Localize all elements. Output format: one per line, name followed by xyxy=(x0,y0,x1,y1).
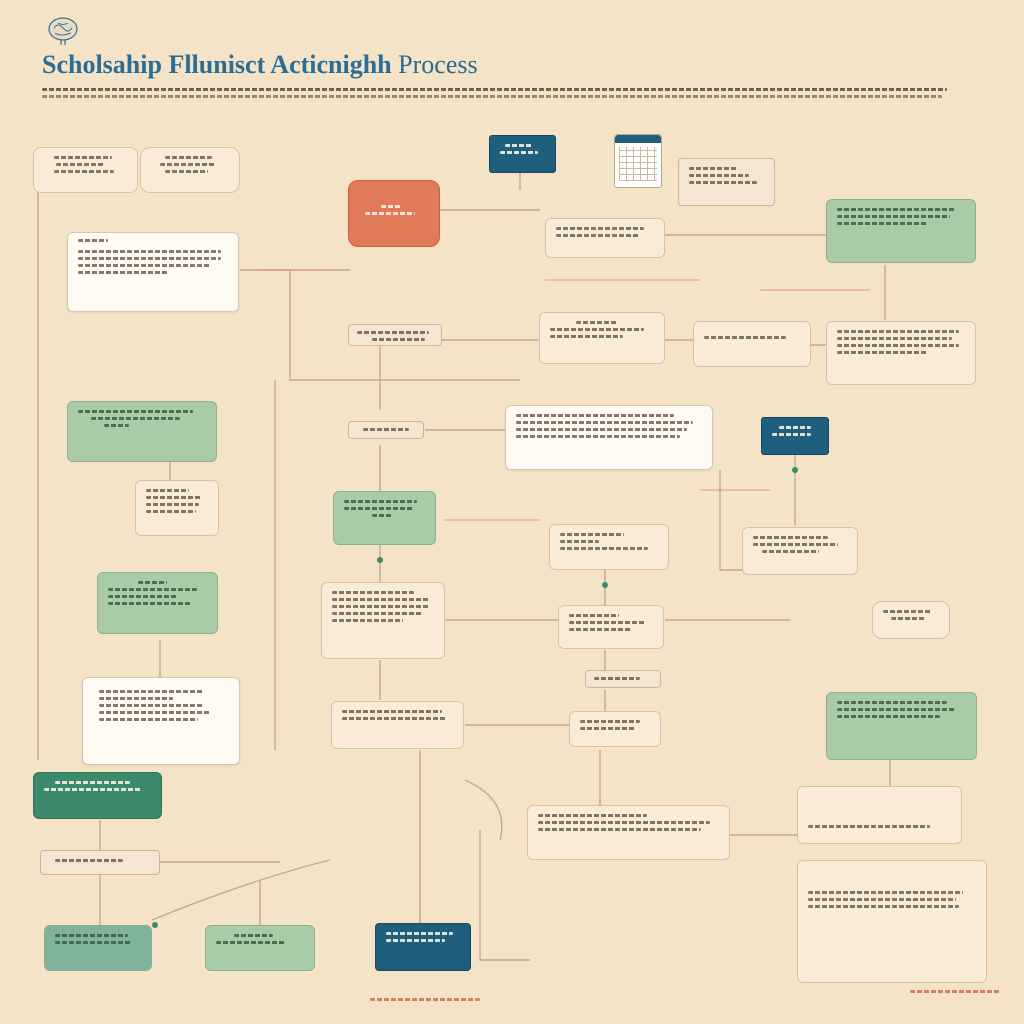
process-node xyxy=(761,417,829,455)
process-node xyxy=(742,527,858,575)
process-node xyxy=(505,405,713,470)
brain-doodle-icon xyxy=(46,14,80,48)
process-node xyxy=(797,786,962,844)
subtitle-illegible xyxy=(42,88,952,104)
process-node xyxy=(826,692,977,760)
process-node xyxy=(348,421,424,439)
process-node xyxy=(693,321,811,367)
process-node xyxy=(321,582,445,659)
process-node xyxy=(331,701,464,749)
process-node xyxy=(33,772,162,819)
footer-note-illegible xyxy=(370,998,480,1005)
process-node xyxy=(558,605,664,649)
process-node xyxy=(348,324,442,346)
process-node xyxy=(82,677,240,765)
process-node xyxy=(872,601,950,639)
process-node xyxy=(140,147,240,193)
process-node xyxy=(549,524,669,570)
process-node xyxy=(569,711,661,747)
process-node xyxy=(333,491,436,545)
process-node xyxy=(545,218,665,258)
process-node xyxy=(40,850,160,875)
process-node xyxy=(539,312,665,364)
start-node xyxy=(348,180,440,247)
calendar-icon xyxy=(614,134,662,188)
process-node xyxy=(44,925,152,971)
process-node xyxy=(33,147,138,193)
process-node xyxy=(205,925,315,971)
process-node xyxy=(67,232,239,312)
process-node xyxy=(489,135,556,173)
process-node xyxy=(797,860,987,983)
process-node xyxy=(585,670,661,688)
process-node xyxy=(97,572,218,634)
corner-note-illegible xyxy=(910,990,1000,997)
page-title: Scholsahip Fllunisct Acticnighh Process xyxy=(42,50,478,80)
title-main: Scholsahip Fllunisct Acticnighh xyxy=(42,50,392,79)
process-node xyxy=(826,321,976,385)
process-node xyxy=(135,480,219,536)
process-node xyxy=(678,158,775,206)
process-node xyxy=(67,401,217,462)
process-node xyxy=(527,805,730,860)
process-node xyxy=(826,199,976,263)
title-suffix: Process xyxy=(398,50,478,79)
end-node xyxy=(375,923,471,971)
